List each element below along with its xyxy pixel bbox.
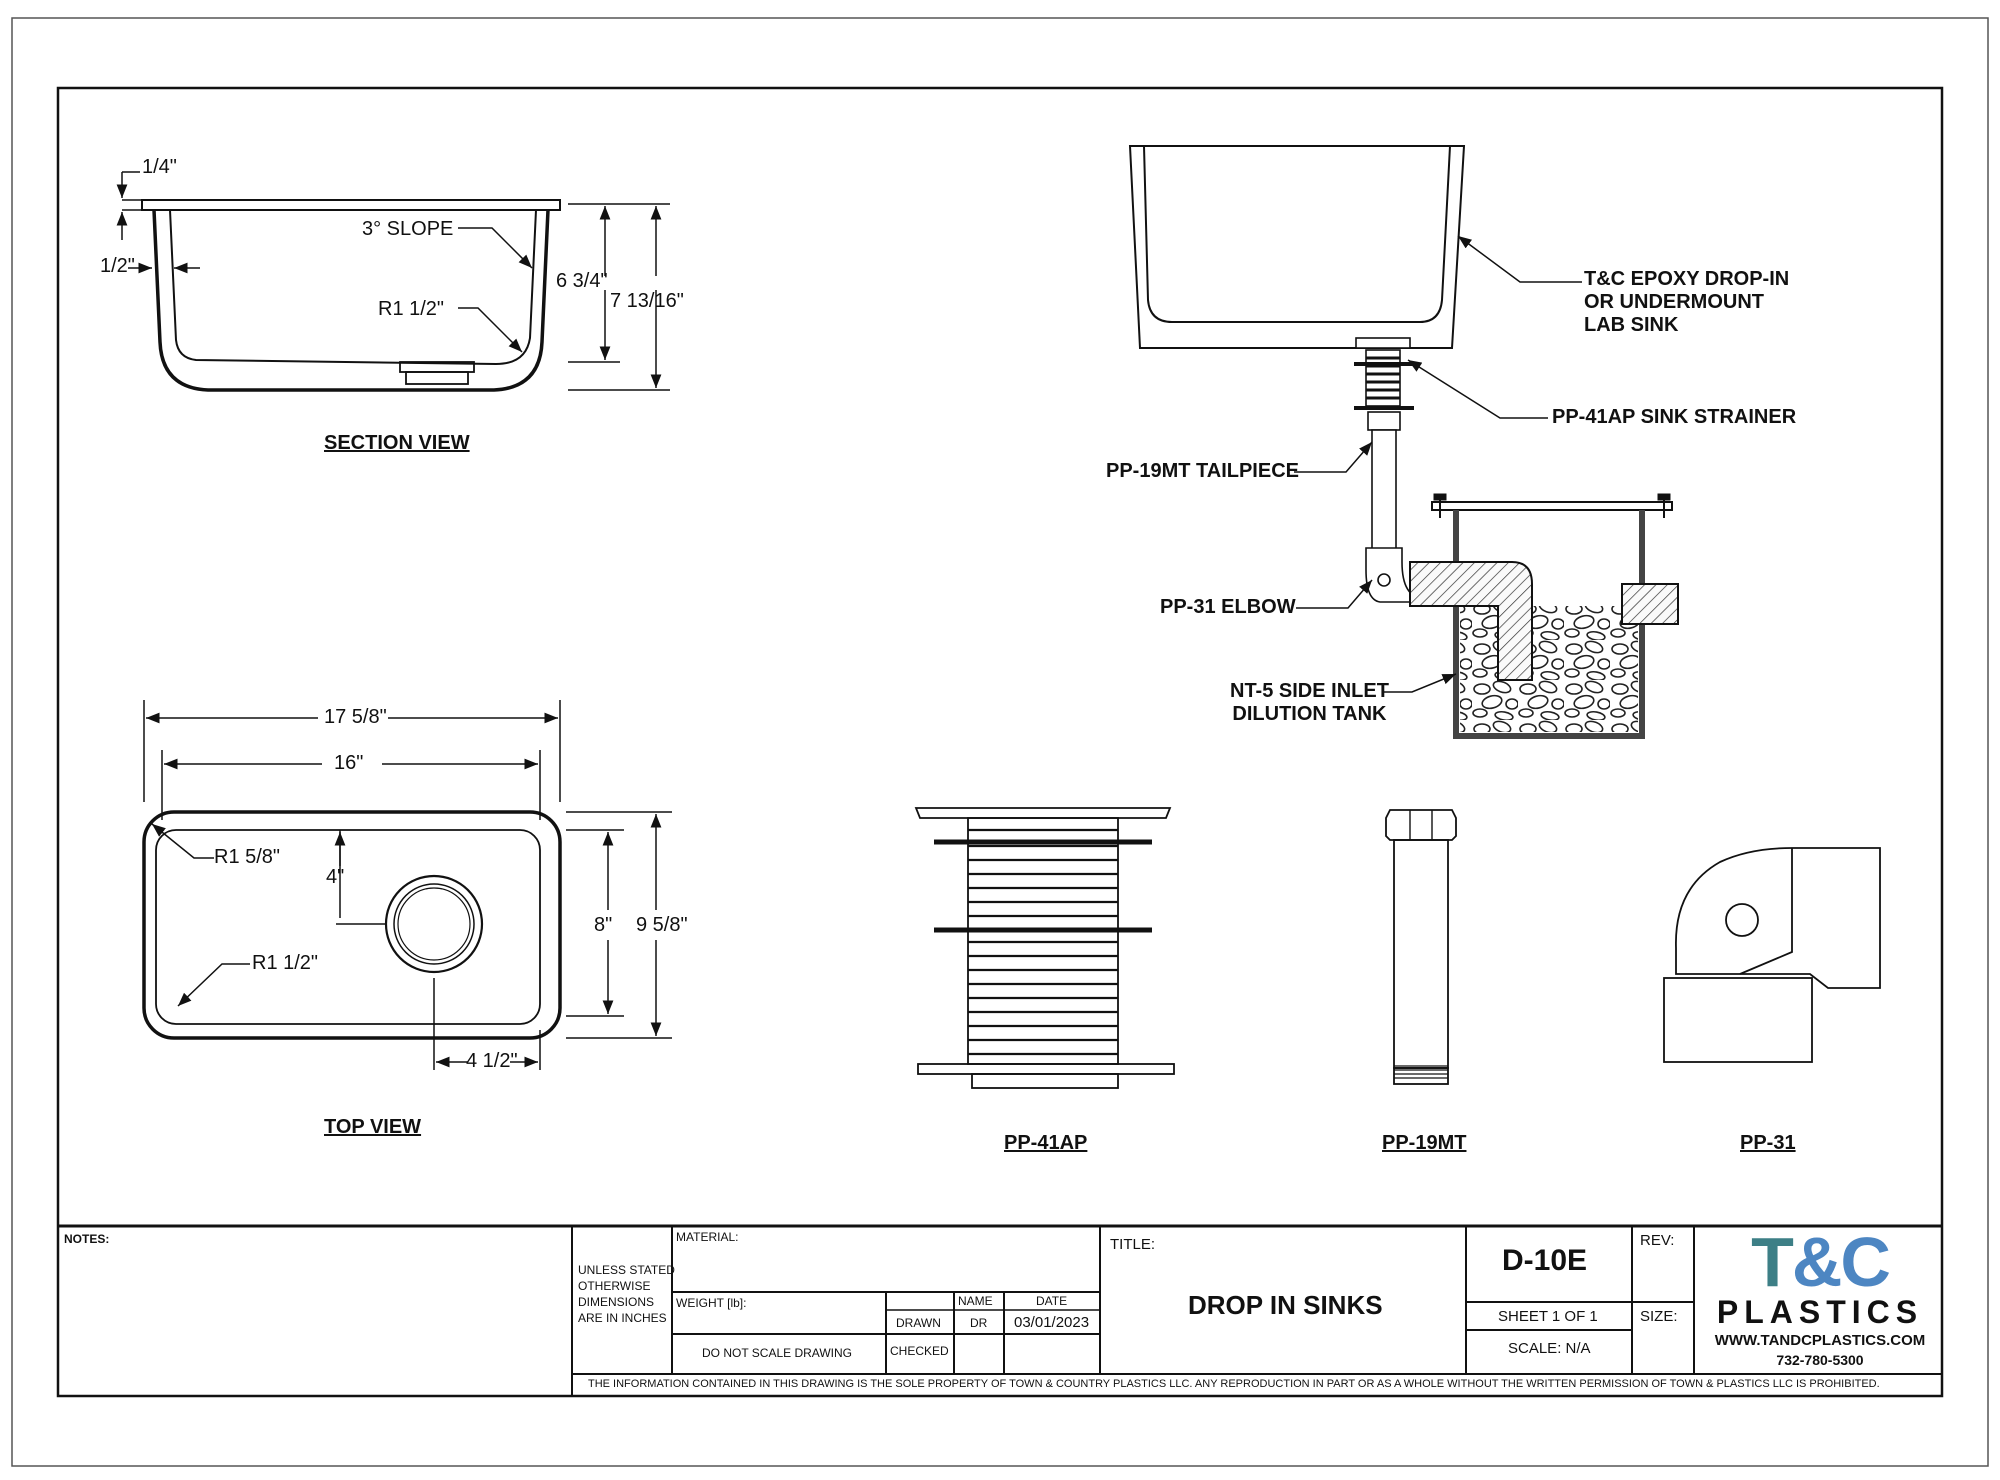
assembly-leaders: [1294, 235, 1582, 693]
ownership-disclaimer: THE INFORMATION CONTAINED IN THIS DRAWIN…: [588, 1378, 1880, 1390]
dim-outer-width: 17 5/8": [324, 706, 387, 728]
dim-inner-depth-top: 8": [594, 914, 613, 936]
tank-label-line-1: NT-5 SIDE INLET: [1230, 680, 1389, 702]
logo-wordmark: PLASTICS: [1716, 1294, 1924, 1330]
units-note-line-1: UNLESS STATED: [578, 1263, 675, 1277]
part-tailpiece-title: PP-19MT: [1382, 1132, 1467, 1154]
tailpiece-label: PP-19MT TAILPIECE: [1106, 460, 1299, 482]
dim-rim-thickness: 1/4": [142, 156, 177, 179]
top-view-title: TOP VIEW: [324, 1116, 422, 1138]
sink-label-line-1: T&C EPOXY DROP-IN: [1584, 268, 1790, 290]
date-header: DATE: [1036, 1294, 1068, 1308]
logo-mark-first: T: [1751, 1223, 1794, 1301]
logo-mark-rest: &C: [1791, 1223, 1891, 1301]
dim-drain-offset: 4": [326, 866, 345, 888]
sink-label: T&C EPOXY DROP-IN OR UNDERMOUNT LAB SINK: [1584, 268, 1789, 337]
dim-outer-depth: 7 13/16": [610, 290, 684, 313]
dim-inner-width: 16": [334, 752, 364, 774]
pp41ap-drawing: [914, 807, 1175, 1089]
drawing-number: D-10E: [1502, 1244, 1588, 1277]
dim-inner-depth-value: 6 3/4": [556, 270, 608, 292]
section-view-dimensions: [116, 171, 670, 391]
dim-rim-value: 1/4": [142, 156, 177, 178]
sink-label-line-2: OR UNDERMOUNT: [1584, 291, 1764, 313]
dim-corner-outer: R1 5/8": [214, 846, 281, 868]
part-strainer-title: PP-41AP: [1004, 1132, 1088, 1154]
section-radius-label: R1 1/2": [378, 298, 445, 320]
dim-outer-depth-value: 7 13/16": [610, 290, 684, 312]
slope-label: 3° SLOPE: [362, 218, 454, 240]
checked-label: CHECKED: [890, 1344, 949, 1358]
logo-mark: T&C: [1720, 1222, 1920, 1302]
dim-inner-depth: 6 3/4": [556, 270, 608, 293]
section-view-drawing: [141, 199, 561, 392]
company-phone: 732-780-5300: [1776, 1352, 1864, 1368]
pp19mt-drawing: [1385, 809, 1457, 1085]
scale-value: SCALE: N/A: [1508, 1340, 1591, 1357]
outer-border: [11, 17, 1989, 1467]
inner-border: [56, 86, 1944, 1398]
sheet-count: SHEET 1 OF 1: [1498, 1308, 1598, 1325]
drawn-date: 03/01/2023: [1014, 1314, 1090, 1331]
tank-label-line-2: DILUTION TANK: [1232, 703, 1387, 725]
size-label: SIZE:: [1640, 1308, 1678, 1325]
rev-label: REV:: [1640, 1232, 1675, 1249]
dim-outer-depth-top: 9 5/8": [636, 914, 688, 936]
dim-wall-thickness: 1/2": [100, 255, 135, 278]
dim-wall-value: 1/2": [100, 255, 135, 277]
tank-label: NT-5 SIDE INLET DILUTION TANK: [1230, 680, 1389, 726]
part-elbow-title: PP-31: [1740, 1132, 1796, 1154]
dim-drain-edge: 4 1/2": [466, 1050, 518, 1072]
section-view-title: SECTION VIEW: [324, 432, 470, 454]
units-note-line-4: ARE IN INCHES: [578, 1311, 667, 1325]
title-block-lines: [58, 1224, 1942, 1396]
company-logo: T&C PLASTICS WWW.TANDCPLASTICS.COM 732-7…: [1700, 1223, 1940, 1374]
assembly-drawing: [1128, 145, 1679, 739]
drawing-title: DROP IN SINKS: [1188, 1290, 1383, 1320]
top-view-dimensions: [143, 700, 672, 1070]
units-note-line-3: DIMENSIONS: [578, 1295, 655, 1309]
units-note: UNLESS STATED OTHERWISE DIMENSIONS ARE I…: [578, 1262, 675, 1326]
title-label: TITLE:: [1110, 1236, 1156, 1253]
sink-label-line-3: LAB SINK: [1584, 314, 1679, 336]
weight-label: WEIGHT [lb]:: [676, 1296, 747, 1310]
company-website: WWW.TANDCPLASTICS.COM: [1714, 1332, 1926, 1349]
elbow-label: PP-31 ELBOW: [1160, 596, 1296, 618]
units-note-line-2: OTHERWISE: [578, 1279, 651, 1293]
pp31-drawing: [1663, 847, 1881, 1063]
do-not-scale: DO NOT SCALE DRAWING: [702, 1346, 853, 1360]
top-view-drawing: [142, 810, 562, 1040]
notes-label: NOTES:: [64, 1232, 110, 1246]
dim-corner-inner: R1 1/2": [252, 952, 319, 974]
strainer-label: PP-41AP SINK STRAINER: [1552, 406, 1797, 428]
drawn-name: DR: [970, 1316, 988, 1330]
drawn-label: DRAWN: [896, 1316, 941, 1330]
name-header: NAME: [958, 1294, 993, 1308]
material-label: MATERIAL:: [676, 1230, 739, 1244]
